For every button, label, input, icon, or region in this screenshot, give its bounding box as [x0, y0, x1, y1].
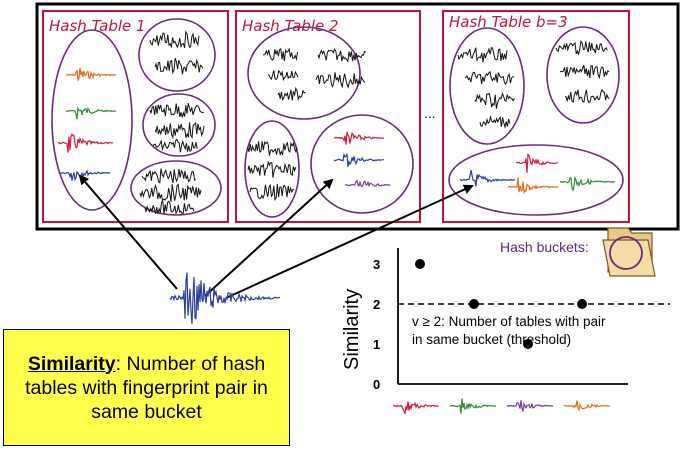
hash-table-1-panel: [42, 10, 229, 223]
noise-waveform: [564, 88, 610, 104]
hash-table-1-title: Hash Table 1: [49, 17, 146, 35]
event-waveform: [559, 175, 616, 193]
x-category-waveform: [506, 400, 554, 412]
noise-waveform: [249, 183, 295, 202]
event-waveform: [333, 152, 385, 168]
hash-buckets-label: Hash buckets:: [500, 239, 589, 255]
bucket-ellipse: [244, 120, 300, 218]
data-point: [523, 339, 533, 349]
noise-waveform: [559, 64, 610, 80]
event-waveform: [169, 272, 281, 324]
event-waveform: [65, 105, 117, 120]
event-waveform: [57, 133, 114, 153]
noise-waveform: [144, 200, 195, 215]
noise-waveform: [457, 47, 508, 63]
y-axis-label: Similarity: [341, 289, 363, 370]
noise-waveform: [267, 69, 299, 82]
data-point: [415, 259, 425, 269]
arrow-to-table-3: [225, 184, 474, 299]
y-tick-label: 1: [373, 337, 380, 352]
x-category-waveform: [450, 398, 497, 414]
waveform-layer: [57, 30, 616, 215]
ellipsis-text: ...: [424, 105, 436, 121]
hash-tables-frame: [35, 2, 680, 231]
threshold-note-line-2: in same bucket (threshold): [412, 332, 571, 347]
bucket-ellipse: [546, 26, 620, 124]
y-tick-label: 2: [373, 297, 380, 312]
x-category-waveform: [392, 401, 440, 415]
noise-waveform: [149, 102, 204, 118]
similarity-plot: Similarity 0 1 2 3 v ≥ 2: Number of tables …: [341, 248, 670, 415]
noise-waveform: [152, 138, 198, 153]
event-waveform: [66, 67, 117, 81]
event-waveform: [507, 177, 559, 195]
event-waveform: [344, 179, 391, 188]
event-waveform: [515, 153, 559, 173]
similarity-definition-rest: : Number of hash tables with fingerprint…: [25, 352, 268, 423]
similarity-term: Similarity: [27, 352, 116, 375]
noise-waveform: [262, 47, 299, 62]
threshold-note-line-1: v ≥ 2: Number of tables with pair: [412, 314, 606, 329]
hash-table-2-panel: [235, 10, 421, 223]
query-waveform: [169, 272, 281, 324]
event-waveform: [59, 169, 111, 182]
noise-waveform: [247, 160, 297, 178]
bucket-ellipse: [51, 29, 133, 211]
bucket-ellipse: [448, 144, 624, 216]
noise-waveform: [474, 92, 515, 109]
bucket-ellipse: [310, 114, 414, 214]
noise-waveform: [154, 58, 204, 75]
noise-waveform: [277, 86, 306, 102]
y-tick-label: 0: [373, 377, 380, 392]
hash-table-3-title: Hash Table b=3: [449, 13, 568, 31]
y-tick-label: 3: [373, 257, 380, 272]
noise-waveform: [317, 48, 366, 63]
noise-waveform: [464, 70, 515, 86]
noise-waveform: [479, 114, 511, 129]
noise-waveform: [154, 121, 205, 140]
noise-waveform: [141, 168, 197, 184]
event-waveform: [459, 170, 516, 187]
hash-table-2-title: Hash Table 2: [242, 17, 339, 35]
data-point: [577, 299, 587, 309]
arrow-to-table-2: [204, 178, 334, 297]
similarity-definition-box: Similarity: Number of hash tables with f…: [3, 329, 290, 446]
noise-waveform: [555, 39, 608, 55]
noise-waveform: [247, 140, 298, 157]
folder-icon: [602, 227, 656, 277]
similarity-definition-text: Similarity: Number of hash tables with f…: [14, 352, 279, 424]
hash-table-3-panel: [442, 10, 630, 223]
bucket-ellipse: [142, 93, 216, 157]
data-point: [469, 299, 479, 309]
noise-waveform: [139, 183, 202, 202]
bucket-ellipse: [247, 26, 361, 120]
bucket-ellipse: [138, 18, 216, 92]
event-waveform: [334, 131, 385, 145]
x-category-waveform: [563, 400, 611, 413]
bucket-ellipse: [130, 160, 222, 216]
bucket-ellipse: [449, 27, 525, 145]
noise-waveform: [149, 30, 200, 49]
pointer-arrows: [78, 174, 474, 299]
arrow-to-table-1: [78, 174, 178, 290]
bucket-ellipses: [51, 18, 624, 218]
noise-waveform: [315, 72, 366, 89]
